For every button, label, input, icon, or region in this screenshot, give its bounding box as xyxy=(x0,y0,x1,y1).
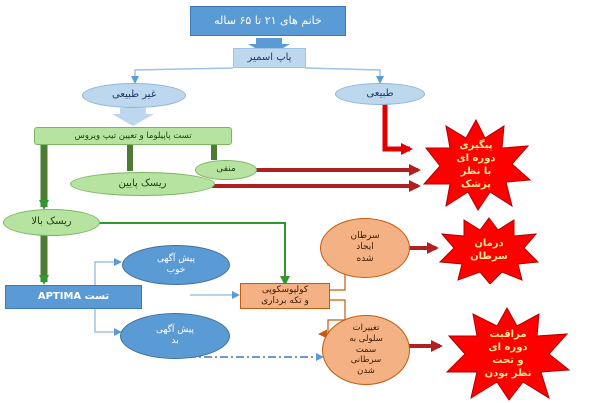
node-colposcopy-label: کولپوسکوپی و تکه برداری xyxy=(261,284,309,306)
arrow-aptima-to-bad xyxy=(94,307,122,336)
arrow-aptima-to-good xyxy=(94,258,122,285)
node-periodic-care-star: مراقبت دوره ای و تحت نظر بودن xyxy=(443,306,573,402)
starburst-shape-followup xyxy=(422,118,532,211)
starburst-shape-treatment xyxy=(438,217,540,284)
node-periodic-care-label: مراقبت دوره ای و تحت نظر بودن xyxy=(484,329,532,379)
arrow-pap-to-abnormal xyxy=(131,67,234,84)
arrow-abnormal-to-hpv xyxy=(112,108,154,126)
node-bad-prognosis-label: پیش آگهی بد xyxy=(156,324,194,346)
node-low-risk: ریسک پایین xyxy=(70,172,215,196)
arrow-normal-to-followup xyxy=(382,104,413,155)
node-cell-changes-label: تغییرات سلولی به سمت سرطانی شدن xyxy=(349,323,383,376)
node-cancer-formed: سرطان ایجاد شده xyxy=(320,218,410,278)
node-aptima-test: تست APTIMA xyxy=(5,285,142,309)
node-cancer-formed-label: سرطان ایجاد شده xyxy=(350,231,380,264)
node-negative: منفی xyxy=(195,160,257,180)
node-high-risk: ریسک بالا xyxy=(3,209,100,236)
node-followup-label: پیگیری دوره ای با نظر پزشک xyxy=(456,140,496,190)
node-negative-label: منفی xyxy=(216,164,236,175)
node-abnormal: غیر طبیعی xyxy=(82,83,186,108)
node-high-risk-label: ریسک بالا xyxy=(31,216,72,228)
node-good-prognosis: پیش آگهی خوب xyxy=(122,245,230,285)
arrow-women-to-pap xyxy=(248,38,290,56)
arrow-high-risk-to-colposcopy xyxy=(98,222,290,286)
node-colposcopy: کولپوسکوپی و تکه برداری xyxy=(240,283,330,309)
node-normal: طبیعی xyxy=(335,83,425,105)
node-cell-changes: تغییرات سلولی به سمت سرطانی شدن xyxy=(322,315,410,385)
node-hpv-test: تست پاپیلوما و تعیین تیپ ویروس xyxy=(34,127,232,145)
node-bad-prognosis: پیش آگهی بد xyxy=(120,313,230,359)
node-good-prognosis-label: پیش آگهی خوب xyxy=(157,253,195,275)
node-normal-label: طبیعی xyxy=(366,87,394,99)
arrow-pap-to-normal xyxy=(304,67,384,84)
node-women-21-65: خانم های ۲۱ تا ۶۵ ساله xyxy=(190,6,346,36)
node-low-risk-label: ریسک پایین xyxy=(118,177,167,189)
node-abnormal-label: غیر طبیعی xyxy=(111,89,157,101)
node-aptima-label: تست APTIMA xyxy=(37,290,110,302)
node-cancer-treatment-label: درمان سرطان xyxy=(470,238,508,262)
starburst-shape-care xyxy=(445,306,571,401)
node-women-label: خانم های ۲۱ تا ۶۵ ساله xyxy=(214,14,322,28)
node-pap-smear: پاپ اسمیر xyxy=(233,48,306,68)
node-pap-label: پاپ اسمیر xyxy=(247,51,292,63)
node-periodic-followup-star: پیگیری دوره ای با نظر پزشک xyxy=(420,118,532,212)
node-cancer-treatment-star: درمان سرطان xyxy=(438,216,540,284)
node-hpv-label: تست پاپیلوما و تعیین تیپ ویروس xyxy=(74,130,192,141)
